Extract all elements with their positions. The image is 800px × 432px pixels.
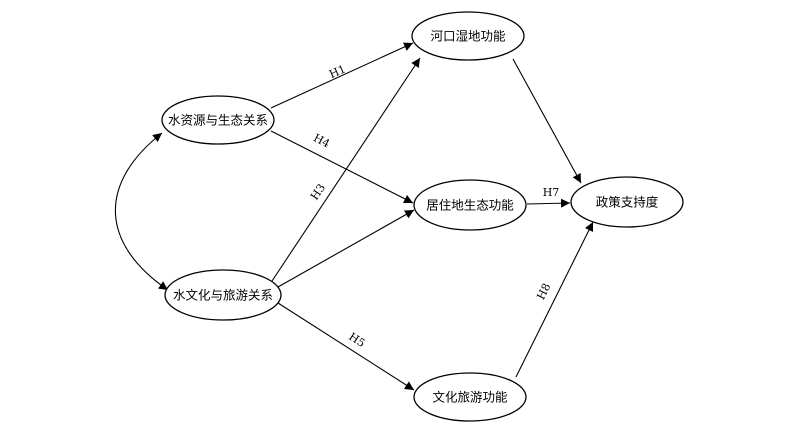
node-culture-tourism-label: 文化旅游功能 [432,390,508,405]
label-h8: H8 [534,281,553,302]
label-h5: H5 [346,330,367,350]
label-h4: H4 [311,131,332,150]
label-h7: H7 [543,186,560,199]
edge-h1 [270,42,414,109]
node-estuary-wetland-label: 河口湿地功能 [430,29,506,44]
edge-h3 [271,57,421,282]
node-habitat-ecology-label: 居住地生态功能 [426,198,514,213]
edge-h5 [277,302,415,391]
node-culture-tourism: 文化旅游功能 [413,372,527,422]
edge-water-culture-to-habitat [277,209,415,288]
node-policy-support-label: 政策支持度 [596,195,659,210]
label-h3: H3 [308,182,328,203]
label-h1: H1 [327,62,347,81]
node-estuary-wetland: 河口湿地功能 [411,11,525,61]
edge-h4 [270,130,414,204]
node-policy-support: 政策支持度 [570,176,684,228]
node-habitat-ecology: 居住地生态功能 [413,179,527,231]
edge-correlation [114,132,169,291]
node-water-ecology-label: 水资源与生态关系 [168,113,268,128]
edge-h7 [526,198,571,208]
edge-estuary-to-policy [512,58,582,184]
node-water-culture-tourism-label: 水文化与旅游关系 [173,288,273,303]
edge-h8 [515,221,594,378]
node-water-culture-tourism: 水文化与旅游关系 [164,269,282,321]
node-water-ecology: 水资源与生态关系 [161,95,275,145]
